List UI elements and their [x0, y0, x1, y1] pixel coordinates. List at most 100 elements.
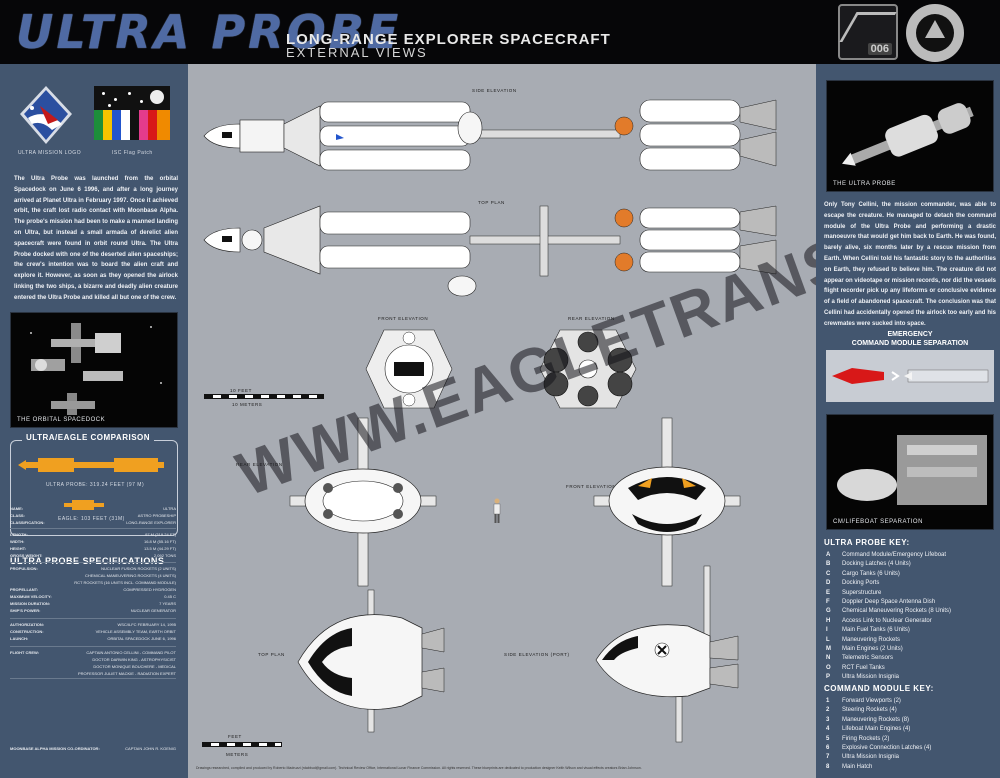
spec-row: DOCTOR DARWIN KING - ASTROPHYSICIST	[10, 657, 176, 664]
cm-key-number: 8	[826, 763, 830, 770]
cm-key-description: Main Hatch	[842, 763, 873, 770]
key-description: Doppler Deep Space Antenna Dish	[842, 599, 936, 605]
spec-value: CAPTAIN ANTONIO CELLINI - COMMAND PILOT	[86, 650, 176, 655]
comparison-ultra-label: ULTRA PROBE: 319.24 FEET (97 M)	[46, 482, 145, 488]
cm-key-description: Steering Rockets (4)	[842, 707, 897, 714]
cm-top-plan-drawing	[297, 589, 445, 733]
spec-value: DOCTOR MONIQUE BOUCHERE - MEDICAL	[93, 664, 176, 669]
spec-row: CLASSIFICATION:LONG-RANGE EXPLORER	[10, 520, 176, 527]
key-letter: I	[826, 627, 828, 634]
cm-front-elevation-drawing	[593, 417, 741, 587]
spec-row: HEIGHT:13.5 M (44.29 FT)	[10, 546, 176, 553]
rear-elevation-drawing	[539, 329, 637, 409]
logo-number: 006	[867, 43, 892, 55]
isc-flag-patch-icon	[94, 86, 170, 140]
story-text: The Ultra Probe was launched from the or…	[14, 176, 178, 301]
key-letter: H	[826, 617, 831, 624]
cm-rear-elevation-label: REAR ELEVATION	[236, 462, 283, 467]
top-plan-label: TOP PLAN	[478, 200, 505, 205]
ultra-probe-image-icon	[842, 103, 974, 166]
cm-separation-image-icon	[837, 435, 987, 505]
cm-key-item: 8 Main Hatch	[826, 764, 998, 772]
cm-key-description: Maneuvering Rockets (8)	[842, 716, 910, 723]
coordinator-label: MOONBASE ALPHA MISSION CO-ORDINATOR:	[10, 746, 100, 751]
ultra-mission-logo-icon	[20, 86, 72, 144]
spec-key: CLASS:	[10, 513, 25, 518]
cm-side-elevation-label: SIDE ELEVATION (PORT)	[504, 652, 570, 657]
front-elevation-drawing	[365, 329, 453, 409]
spec-key: MAXIMUM VELOCITY:	[10, 594, 52, 599]
spacedock-image-icon	[30, 323, 162, 415]
spec-row: MAXIMUM VELOCITY: 0.45 C	[10, 594, 176, 601]
comparison-eagle-label: EAGLE: 103 FEET (31M)	[58, 516, 125, 522]
key-description: Ultra Mission Insignia	[842, 674, 900, 681]
spec-row: AUTHORIZATION:WSC/ILFC FEBRUARY 14, 1995	[10, 622, 176, 629]
emergency-title-line-2: COMMAND MODULE SEPARATION	[851, 340, 969, 347]
spec-row: NAME:ULTRA	[10, 506, 176, 513]
cm-rear-elevation-drawing	[289, 417, 437, 587]
key-item: F Doppler Deep Space Antenna Dish	[826, 599, 998, 607]
spec-key: SHIP'S POWER:	[10, 608, 41, 613]
spec-row: PROPELLANT:COMPRESSED HYDROGEN	[10, 587, 176, 594]
spec-row: CLASS:ASTRO PROBESHIP	[10, 513, 176, 520]
spec-key: LAUNCH:	[10, 636, 29, 641]
spec-row: PROFESSOR JULIET MACKIE - RADIATION EXPE…	[10, 671, 176, 678]
spec-value: 0.45 C	[164, 594, 176, 599]
cm-key-description: Explosive Connection Latches (4)	[842, 745, 932, 751]
cm-key-description: Forward Viewports (2)	[842, 698, 901, 704]
cm-key-description: Lifeboat Main Engines (4)	[842, 726, 911, 733]
key-letter: F	[826, 599, 830, 605]
key-description: Main Fuel Tanks (6 Units)	[842, 627, 910, 634]
itc-logo-icon: 006	[838, 4, 898, 60]
spec-key: MISSION DURATION:	[10, 601, 51, 606]
key-description: Telemetric Sensors	[842, 655, 894, 662]
cm-key-number: 2	[826, 707, 830, 714]
spec-divider	[10, 528, 176, 529]
cm-key-number: 4	[826, 726, 830, 733]
header: ULTRA PROBE LONG-RANGE EXPLORER SPACECRA…	[0, 0, 1000, 64]
spec-value: RCT ROCKETS (16 UNITS INCL. COMMAND MODU…	[74, 580, 176, 585]
spacedock-photo: THE ORBITAL SPACEDOCK	[10, 312, 178, 428]
spec-value: COMPRESSED HYDROGEN	[123, 587, 176, 592]
spec-key: HEIGHT:	[10, 546, 26, 551]
rear-elevation-label: REAR ELEVATION	[568, 316, 615, 321]
ultra-probe-photo: THE ULTRA PROBE	[826, 80, 994, 192]
key-item: C Cargo Tanks (6 Units)	[826, 571, 998, 579]
spec-divider	[10, 562, 176, 563]
spec-row: CHEMICAL MANEUVERING ROCKETS (4 UNITS)	[10, 573, 176, 580]
cm-side-elevation-drawing	[595, 565, 739, 743]
key-letter: C	[826, 570, 831, 577]
ultra-probe-caption: THE ULTRA PROBE	[833, 181, 896, 187]
specs-title: ULTRA PROBE SPECIFICATIONS	[10, 556, 165, 566]
spec-value: WSC/ILFC FEBRUARY 14, 1995	[117, 622, 176, 627]
key-description: Access Link to Nuclear Generator	[842, 617, 932, 624]
spec-value: NUCLEAR FUSION ROCKETS (2 UNITS)	[101, 566, 176, 571]
ultra-silhouette-icon	[18, 458, 164, 472]
spec-key: FLIGHT CREW:	[10, 650, 40, 655]
logo-title: ULTRA PROBE	[16, 5, 402, 59]
spec-key: PROPULSION:	[10, 566, 38, 571]
cm-scale-feet-label: FEET	[228, 734, 242, 739]
spec-value: ORBITAL SPACEDOCK JUNE 6, 1996	[107, 636, 176, 641]
scale-bar	[204, 394, 324, 399]
spec-divider	[10, 646, 176, 647]
key-letter: A	[826, 552, 831, 558]
spec-row: RCT ROCKETS (16 UNITS INCL. COMMAND MODU…	[10, 580, 176, 587]
key-description: Chemical Maneuvering Rockets (8 Units)	[842, 608, 952, 615]
key-letter: M	[826, 646, 831, 652]
cm-key-number: 6	[826, 745, 830, 751]
key-description: Cargo Tanks (6 Units)	[842, 570, 900, 577]
spec-row: WIDTH:16.8 M (55.16 FT)	[10, 539, 176, 546]
alpha-emblem-icon	[906, 4, 964, 62]
spec-key: CONSTRUCTION:	[10, 629, 44, 634]
separation-diagram	[826, 350, 994, 402]
eagle-silhouette-icon	[64, 500, 104, 510]
key-description: Docking Latches (4 Units)	[842, 561, 911, 568]
